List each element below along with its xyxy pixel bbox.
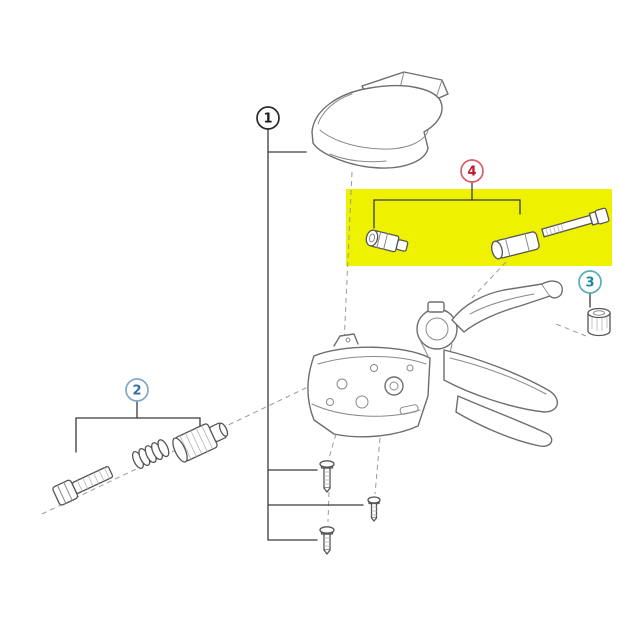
fixing-screw-middle-drawing	[367, 496, 381, 522]
lever-cover-drawing	[311, 71, 449, 169]
connecting-bolt-drawing	[541, 207, 610, 238]
callout-1-leader-lines	[267, 128, 364, 541]
fixing-pin-drawing	[365, 229, 409, 253]
adjust-nut-drawing	[172, 422, 229, 463]
callout-4-ring	[460, 159, 484, 183]
callout-2-ring	[125, 378, 149, 402]
callout-3-number: 3	[585, 276, 594, 291]
callout-1-ring	[256, 106, 280, 130]
spring-drawing	[131, 439, 170, 469]
fixing-screw-upper-drawing	[319, 460, 335, 493]
callout-2-badge: 2	[125, 378, 149, 402]
callout-1-number: 1	[263, 112, 272, 127]
adjust-bolt-drawing	[52, 466, 114, 506]
barrel-drawing	[491, 231, 540, 260]
callout-4-leader-lines	[373, 181, 521, 229]
callout-3-badge: 3	[578, 270, 602, 294]
callout-3-ring	[578, 270, 602, 294]
end-cap-drawing	[587, 307, 611, 337]
callout-1-badge: 1	[256, 106, 280, 130]
fixing-screw-lower-drawing	[319, 526, 335, 555]
callout-4-badge: 4	[460, 159, 484, 183]
callout-4-number: 4	[467, 165, 476, 180]
shifter-body-drawing	[307, 280, 563, 448]
callout-2-number: 2	[132, 384, 141, 399]
